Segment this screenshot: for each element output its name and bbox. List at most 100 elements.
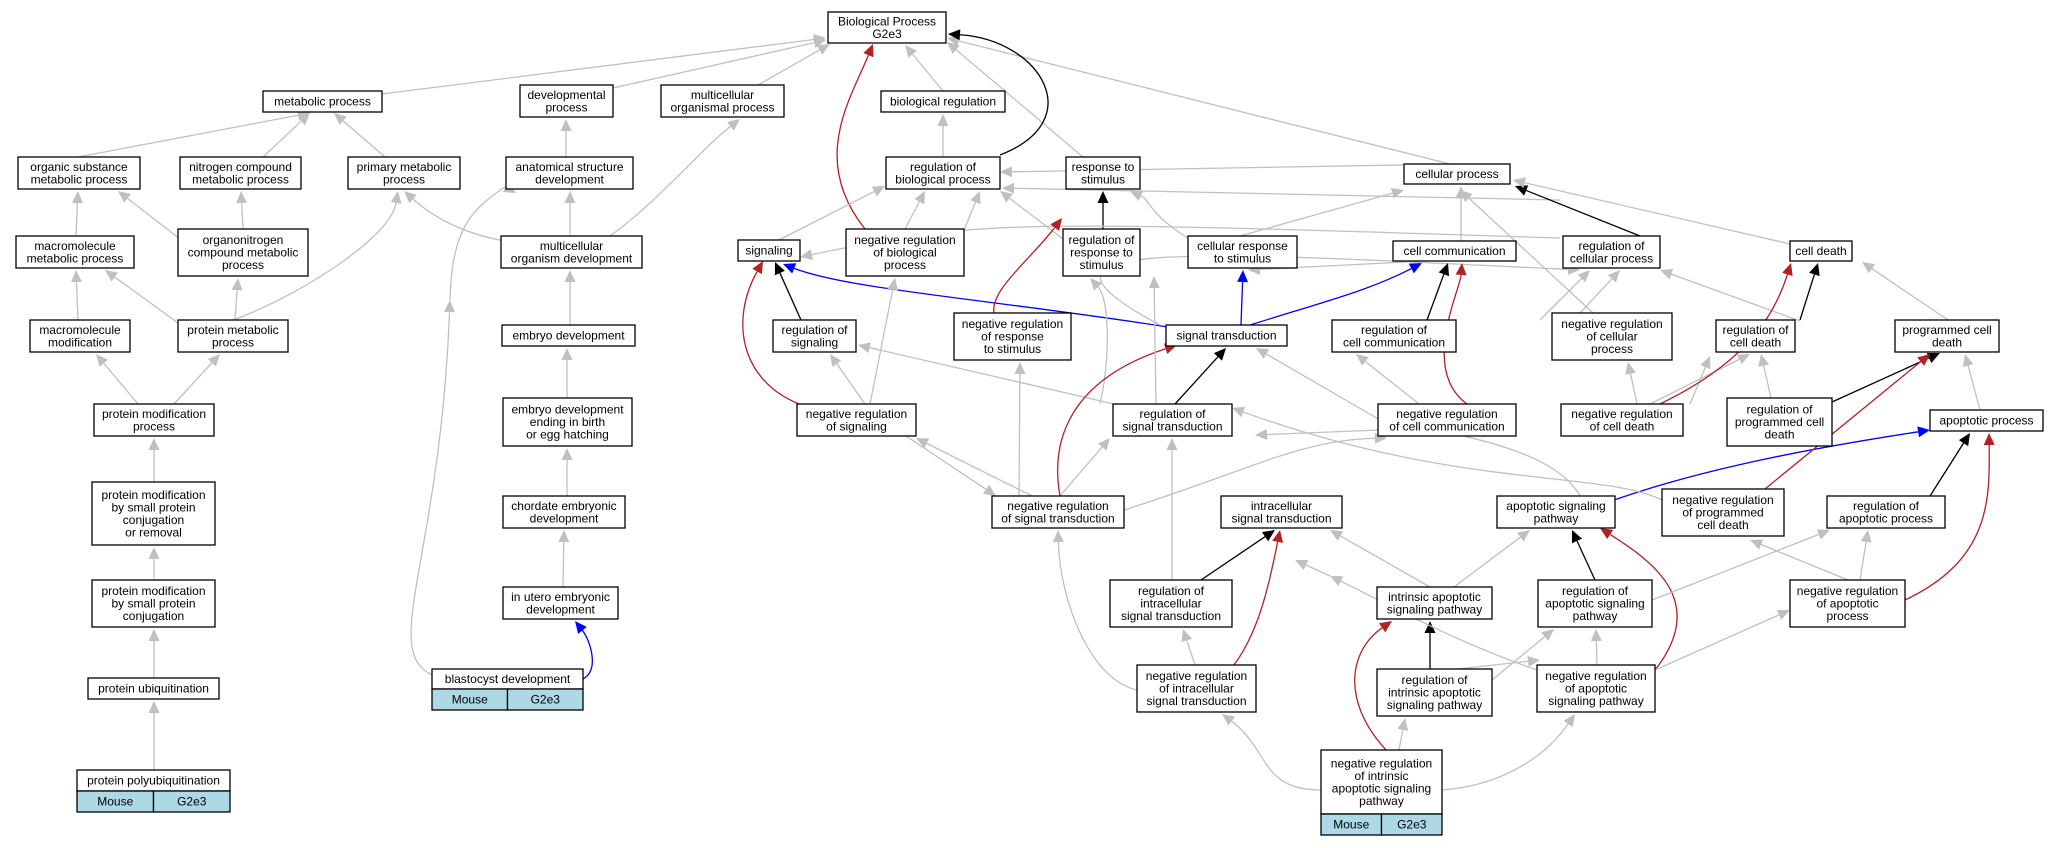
arrowhead [1295,559,1309,570]
term-box [501,324,636,347]
term-label-line: protein modification [101,488,205,502]
relation-edge [904,191,925,230]
term-label-line: cellular process [1415,167,1498,181]
term-label-line: of apoptotic [1565,682,1627,696]
edge-line [1140,195,1189,239]
term-label-line: metabolic process [192,172,289,186]
term-box [177,228,309,277]
relation-edge [937,114,949,157]
go-term-signaling[interactable]: signaling [737,239,801,262]
term-label-line: death [1932,335,1962,349]
edge-line [77,114,299,158]
edge-line [1174,356,1219,405]
go-term-apoptotic[interactable]: apoptotic process [1929,409,2044,432]
arrowhead [1050,218,1062,231]
edge-line [103,362,139,405]
term-box [91,481,216,546]
go-term-cellular[interactable]: cellular process [1403,163,1511,185]
gene-cell [506,688,584,711]
term-box [796,403,917,437]
relation-edge [1929,433,1970,497]
go-term-prot-ubiq[interactable]: protein ubiquitination [87,677,220,700]
go-term-cell-comm[interactable]: cell communication [1392,240,1517,262]
arrowhead [564,270,576,282]
arrowhead [334,113,347,126]
arrowhead [70,270,82,283]
relation-edge [1859,530,1872,581]
arrowhead [1515,185,1529,196]
go-term-metabolic[interactable]: metabolic process [262,90,383,113]
edge-line [1340,535,1431,588]
term-label-line: protein modification [102,407,206,421]
term-label-line: negative regulation [1545,669,1646,683]
term-box [1320,749,1443,815]
term-box [15,235,135,269]
term-box [87,677,220,700]
term-label-line: organic substance [30,160,128,174]
relation-edge [262,113,310,158]
term-label-line: negative regulation [854,233,955,247]
edge-line [1831,357,1930,403]
term-label-line: of intrinsic [1354,769,1408,783]
edge-line [1689,366,1706,405]
relation-edge [612,37,826,89]
go-term-bio-reg[interactable]: biological regulation [880,90,1006,113]
go-term-signal-trans[interactable]: signal transduction [1165,324,1288,347]
term-box [737,239,801,262]
go-term-cell-death[interactable]: cell death [1789,240,1853,262]
arrowhead [148,629,160,641]
term-label-line: to stimulus [1214,251,1271,265]
go-term-embryo-dev[interactable]: embryo development [501,324,636,347]
